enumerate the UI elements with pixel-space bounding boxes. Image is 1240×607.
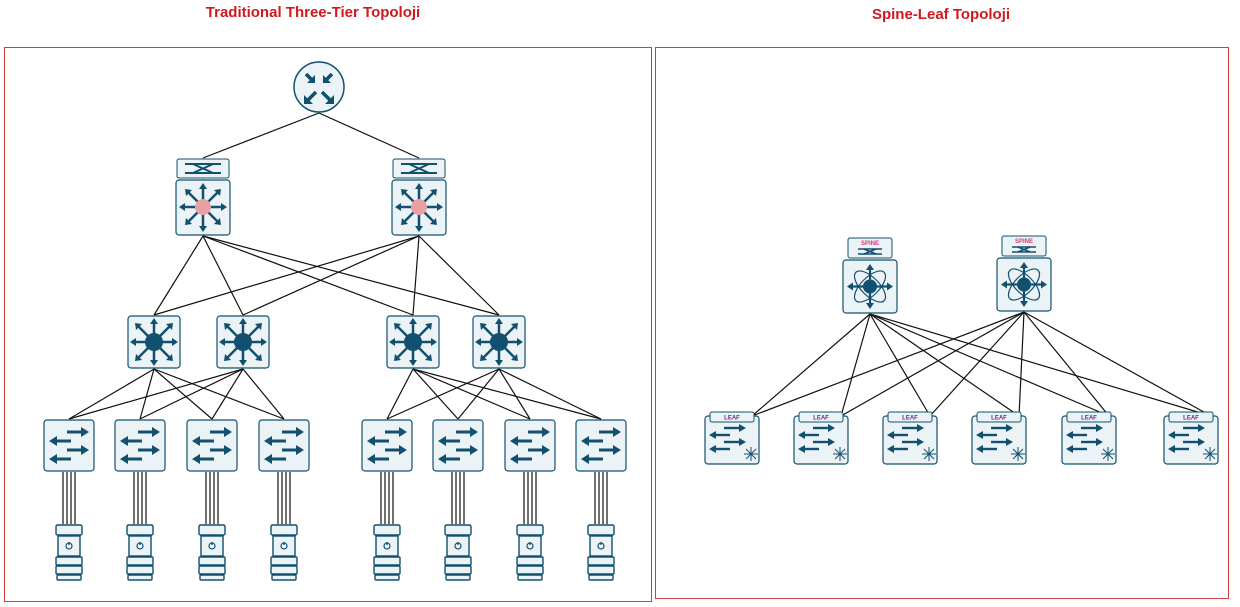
server-icon[interactable]: [268, 524, 300, 581]
three-tier-panel: [4, 47, 652, 602]
spine-leaf-panel: [655, 47, 1229, 599]
server-icon[interactable]: [514, 524, 546, 581]
agg-dist-link: [412, 235, 420, 316]
spine-leaf-link: [840, 311, 1025, 417]
access-switch-icon[interactable]: [504, 419, 556, 472]
access-switch-icon[interactable]: [575, 419, 627, 472]
server-icon[interactable]: [196, 524, 228, 581]
agg-dist-link: [202, 235, 414, 316]
leaf-label: LEAF: [813, 416, 829, 422]
spine-leaf-link: [869, 313, 1020, 417]
access-switch-icon[interactable]: [258, 419, 310, 472]
spine-leaf-link: [840, 313, 871, 417]
leaf-switch-icon[interactable]: LEAF: [971, 411, 1027, 465]
agg-dist-link: [418, 235, 500, 316]
dist-access-link: [139, 368, 155, 420]
spine-leaf-link: [1023, 311, 1212, 417]
dist-access-link: [242, 368, 285, 420]
aggregation-switch-icon[interactable]: [175, 158, 231, 236]
spine-switch-icon[interactable]: SPINE: [996, 235, 1052, 312]
spine-leaf-link: [751, 311, 1025, 417]
server-icon[interactable]: [442, 524, 474, 581]
server-icon[interactable]: [371, 524, 403, 581]
leaf-switch-icon[interactable]: LEAF: [704, 411, 760, 465]
dist-access-link: [412, 368, 459, 420]
access-switch-icon[interactable]: [361, 419, 413, 472]
leaf-switch-icon[interactable]: LEAF: [882, 411, 938, 465]
agg-dist-link: [202, 235, 500, 316]
distribution-switch-icon[interactable]: [386, 315, 440, 369]
access-switch-icon[interactable]: [43, 419, 95, 472]
dist-access-link: [386, 368, 500, 420]
spine-leaf-link: [929, 311, 1025, 417]
leaf-switch-icon[interactable]: LEAF: [793, 411, 849, 465]
agg-dist-link: [242, 235, 420, 316]
leaf-label: LEAF: [724, 416, 740, 422]
spine-leaf-link: [751, 313, 871, 417]
spine-leaf-link: [869, 313, 1212, 417]
dist-access-link: [153, 368, 213, 420]
spine-leaf-title: Spine-Leaf Topoloji: [871, 6, 1011, 23]
spine-label: SPINE: [1015, 239, 1033, 245]
agg-dist-link: [153, 235, 204, 316]
spine-switch-icon[interactable]: SPINE: [842, 237, 898, 314]
access-switch-icon[interactable]: [432, 419, 484, 472]
access-switch-icon[interactable]: [186, 419, 238, 472]
agg-dist-link: [202, 235, 244, 316]
agg-dist-link: [153, 235, 420, 316]
dist-access-link: [139, 368, 244, 420]
distribution-switch-icon[interactable]: [127, 315, 181, 369]
core-router-icon[interactable]: [292, 60, 346, 114]
distribution-switch-icon[interactable]: [472, 315, 526, 369]
leaf-label: LEAF: [1081, 416, 1097, 422]
server-icon[interactable]: [124, 524, 156, 581]
leaf-label: LEAF: [1183, 416, 1199, 422]
spine-leaf-link: [1018, 311, 1025, 417]
spine-leaf-link: [1023, 311, 1110, 417]
leaf-label: LEAF: [991, 416, 1007, 422]
dist-access-link: [457, 368, 500, 420]
aggregation-switch-icon[interactable]: [391, 158, 447, 236]
access-switch-icon[interactable]: [114, 419, 166, 472]
spine-leaf-link: [869, 313, 1110, 417]
server-icon[interactable]: [53, 524, 85, 581]
dist-access-link: [498, 368, 602, 420]
leaf-label: LEAF: [902, 416, 918, 422]
spine-label: SPINE: [861, 241, 879, 247]
dist-access-link: [498, 368, 531, 420]
spine-leaf-link: [869, 313, 931, 417]
dist-access-link: [68, 368, 155, 420]
distribution-switch-icon[interactable]: [216, 315, 270, 369]
dist-access-link: [412, 368, 531, 420]
dist-access-link: [386, 368, 414, 420]
core-link: [318, 112, 420, 159]
dist-access-link: [153, 368, 285, 420]
three-tier-title: Traditional Three-Tier Topoloji: [205, 4, 421, 21]
core-link: [202, 112, 320, 159]
leaf-switch-icon[interactable]: LEAF: [1061, 411, 1117, 465]
leaf-switch-icon[interactable]: LEAF: [1163, 411, 1219, 465]
dist-access-link: [211, 368, 244, 420]
dist-access-link: [68, 368, 244, 420]
dist-access-link: [412, 368, 602, 420]
server-icon[interactable]: [585, 524, 617, 581]
